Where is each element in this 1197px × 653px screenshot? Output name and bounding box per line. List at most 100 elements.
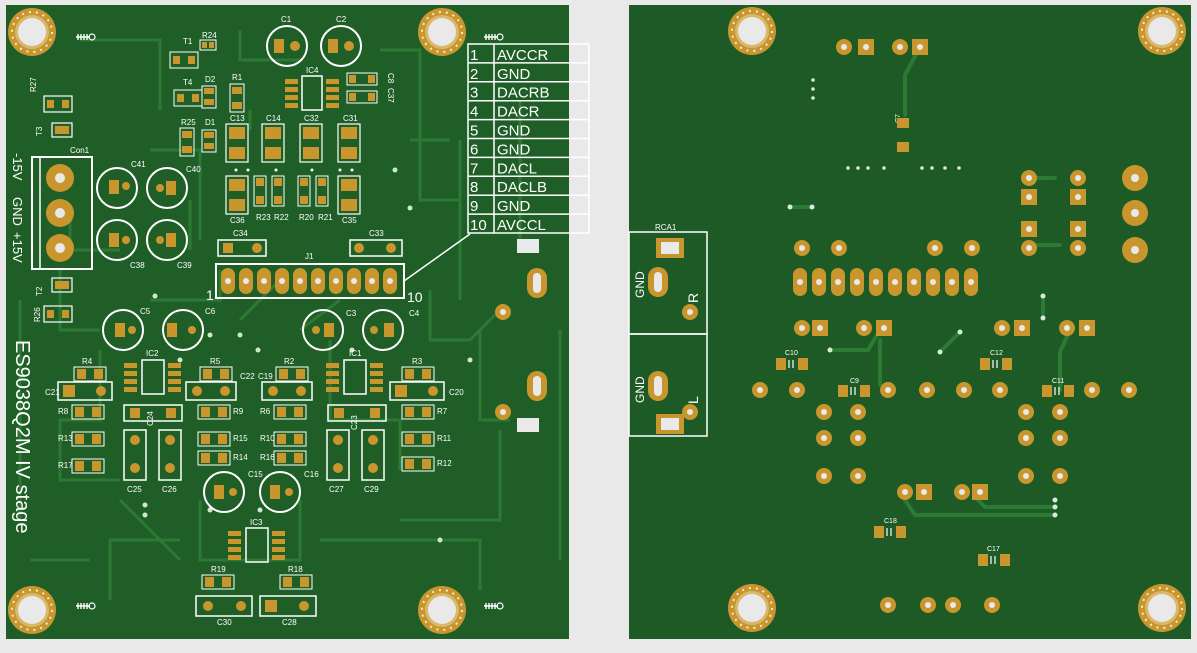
power-label-pos: +15V (10, 232, 25, 263)
ref-c25: C25 (127, 485, 142, 494)
ref-r9: R9 (233, 407, 244, 416)
ref-r25: R25 (181, 118, 196, 127)
ref-r26: R26 (33, 307, 42, 322)
transistor-t3: R27 T3 (29, 77, 73, 138)
ref-r13: R13 (58, 434, 73, 443)
back-board: RCA1 GND R GND L (628, 5, 1191, 639)
ref-c37: C37 (386, 88, 395, 103)
ref-c5: C5 (140, 307, 151, 316)
ic3: IC3 (228, 518, 285, 563)
back-vias (787, 78, 1058, 518)
mounting-hole-icon (7, 7, 57, 57)
ref-d2: D2 (205, 75, 216, 84)
pinout-pin-number: 7 (470, 160, 478, 177)
right-channel-label: R (685, 293, 701, 303)
ic2: IC2 (124, 349, 181, 395)
front-edge-pads (495, 239, 547, 432)
ref-r17: R17 (58, 461, 73, 470)
ref-c20: C20 (449, 388, 464, 397)
mounting-hole-icon (727, 6, 777, 56)
ref-c9: C9 (850, 378, 859, 385)
connector-label: Con1 (70, 146, 90, 155)
ref-r2: R2 (284, 357, 295, 366)
pinout-pin-name: DACL (497, 160, 537, 177)
ref-c12: C12 (990, 350, 1003, 357)
ref-r8: R8 (58, 407, 69, 416)
ref-r10: R10 (260, 434, 275, 443)
board-title: ES9038Q2M IV stage (11, 340, 33, 533)
header-pin-first: 1 (206, 287, 214, 303)
ref-c3: C3 (346, 309, 357, 318)
pinout-pin-number: 1 (470, 47, 478, 64)
mounting-hole-icon (7, 585, 57, 635)
ref-d1: D1 (205, 118, 216, 127)
ref-r6: R6 (260, 407, 271, 416)
back-smd-caps: C7 C10 C12 C9 C11 C18 C17 (776, 114, 1074, 566)
ref-c26: C26 (162, 485, 177, 494)
ref-c15: C15 (248, 470, 263, 479)
ref-c35: C35 (342, 216, 357, 225)
mounting-hole-icon (417, 7, 467, 57)
ref-r27: R27 (29, 77, 38, 92)
back-board-substrate (629, 5, 1191, 639)
ref-c22: C22 (240, 372, 255, 381)
ref-r24: R24 (202, 31, 217, 40)
back-traces (788, 45, 1072, 517)
ref-ic4: IC4 (306, 66, 319, 75)
mounting-hole-icon (417, 585, 467, 635)
ref-r16: R16 (260, 453, 275, 462)
ref-c21: C21 (45, 388, 60, 397)
power-connector: Con1 -15V GND +15V (10, 146, 93, 270)
ref-c18: C18 (884, 518, 897, 525)
ref-t1: T1 (183, 37, 193, 46)
pinout-pin-number: 8 (470, 179, 478, 196)
ref-c16: C16 (304, 470, 319, 479)
front-board-substrate (6, 5, 569, 639)
gnd-label-top: GND (633, 271, 647, 298)
power-label-gnd: GND (10, 197, 25, 226)
pinout-pin-name: GND (497, 123, 531, 140)
ref-c24: C24 (146, 411, 155, 426)
front-vias (142, 167, 473, 543)
power-label-neg: -15V (10, 153, 25, 181)
ic4: IC4 C8 C37 (285, 66, 395, 111)
pinout-pin-name: GND (497, 141, 531, 158)
pinout-pin-number: 4 (470, 104, 478, 121)
ref-c6: C6 (205, 307, 216, 316)
pinout-pin-name: AVCCL (497, 217, 546, 234)
ref-t2: T2 (35, 286, 44, 296)
ref-r19: R19 (211, 565, 226, 574)
ref-c17: C17 (987, 546, 1000, 553)
ref-c28: C28 (282, 618, 297, 627)
smd-cap-row: C13 C14 C32 C31 C36 C35 R23 R22 R20 R21 (225, 114, 361, 225)
ref-c39: C39 (177, 261, 192, 270)
ref-t3: T3 (35, 126, 44, 136)
ref-r14: R14 (233, 453, 248, 462)
ref-r20: R20 (299, 213, 314, 222)
pinout-pin-number: 9 (470, 198, 478, 215)
ref-r18: R18 (288, 565, 303, 574)
ref-c2: C2 (336, 15, 347, 24)
ref-r3: R3 (412, 357, 423, 366)
ref-c38: C38 (130, 261, 145, 270)
pinout-pin-name: GND (497, 198, 531, 215)
mounting-hole-icon (727, 583, 777, 633)
pinout-pin-name: AVCCR (497, 47, 549, 64)
ref-r15: R15 (233, 434, 248, 443)
ref-c19: C19 (258, 372, 273, 381)
ref-c32: C32 (304, 114, 319, 123)
ref-c33: C33 (369, 229, 384, 238)
ref-r22: R22 (274, 213, 289, 222)
rca-connector: RCA1 GND R GND L (628, 223, 708, 437)
front-board: Con1 -15V GND +15V ES9038Q2M IV stage R2… (6, 5, 590, 639)
left-channel-label: L (685, 396, 701, 404)
ref-c13: C13 (230, 114, 245, 123)
ref-r11: R11 (437, 434, 452, 443)
pinout-pin-name: DACRB (497, 85, 550, 102)
header-label: J1 (305, 252, 314, 261)
cap-c33: C33 (349, 229, 403, 257)
ref-c40: C40 (186, 165, 201, 174)
